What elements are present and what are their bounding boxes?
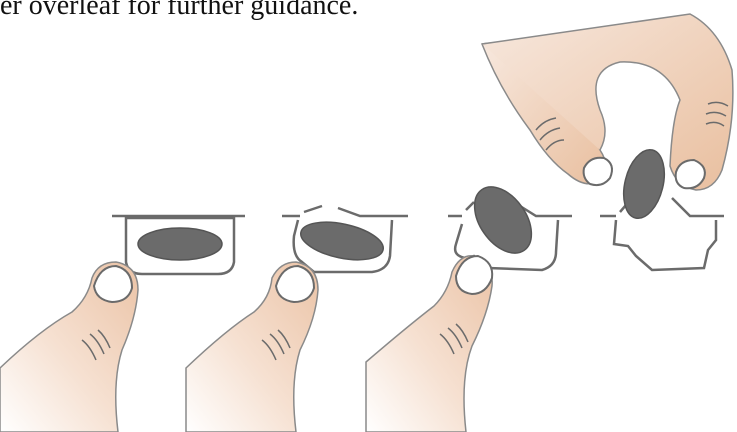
foil-line: [282, 206, 408, 216]
foil-line: [600, 198, 724, 216]
opened-blister: [614, 220, 716, 270]
thumbnail: [584, 158, 612, 185]
fingernail: [676, 160, 705, 188]
tablet: [138, 228, 222, 260]
tablet: [617, 145, 671, 222]
